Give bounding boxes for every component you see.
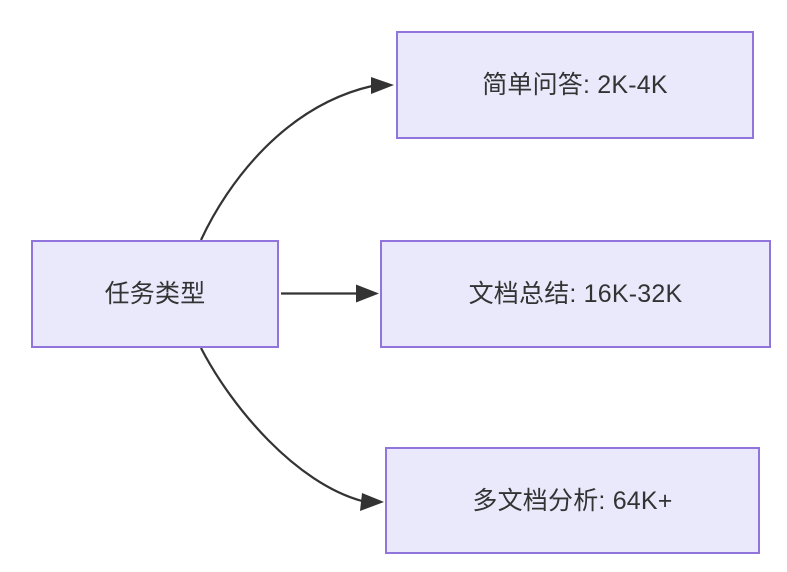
node-doc-summary[interactable]: 文档总结: 16K-32K (380, 240, 771, 348)
node-multi-doc[interactable]: 多文档分析: 64K+ (385, 447, 760, 554)
arrowhead-icon (360, 493, 384, 511)
arrowhead-icon (356, 284, 379, 303)
edge-source-to-multi-doc (200, 347, 384, 511)
node-task-type[interactable]: 任务类型 (31, 240, 279, 348)
node-simple-qa-label: 简单问答: 2K-4K (482, 71, 668, 99)
node-doc-summary-label: 文档总结: 16K-32K (468, 280, 683, 308)
edge-source-to-doc-summary (281, 284, 379, 303)
edge-source-to-simple-qa (200, 77, 394, 241)
node-simple-qa[interactable]: 简单问答: 2K-4K (396, 31, 754, 139)
edge-path-multi-doc (200, 347, 363, 503)
edge-path-simple-qa (200, 84, 373, 241)
arrowhead-icon (371, 77, 394, 94)
node-multi-doc-label: 多文档分析: 64K+ (472, 486, 673, 515)
node-task-type-label: 任务类型 (104, 280, 206, 308)
